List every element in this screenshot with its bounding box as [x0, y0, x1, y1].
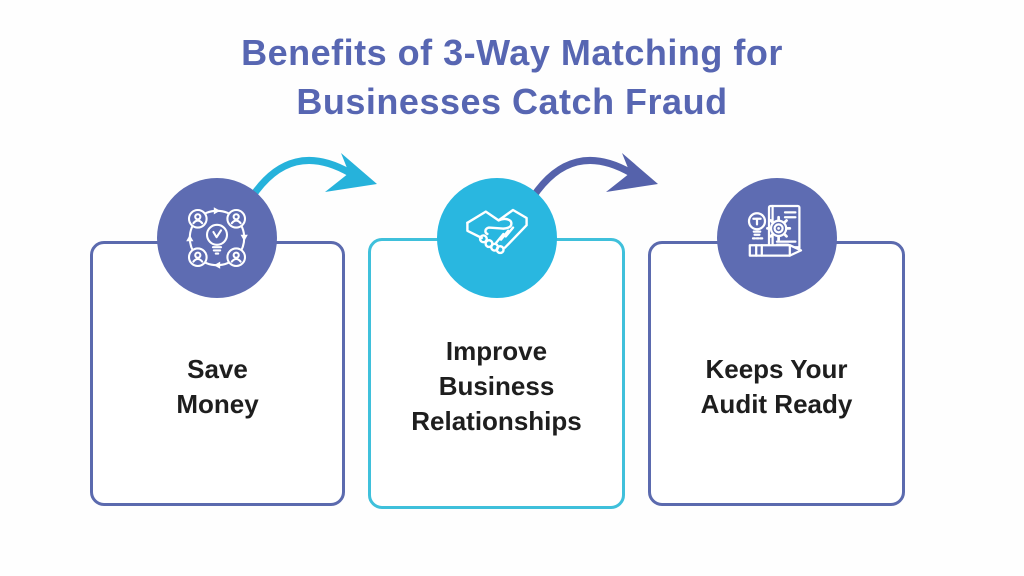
- card-label: Improve Business Relationships: [371, 241, 622, 506]
- card-label-line: Business: [438, 371, 555, 401]
- benefit-card-improve-business-relationships: Improve Business Relationships: [368, 238, 625, 509]
- card-label-line: Money: [176, 388, 259, 419]
- page-title: Benefits of 3-Way Matching for Businesse…: [0, 28, 1024, 126]
- audit-document-icon: [747, 204, 803, 257]
- handshake-icon: [466, 208, 528, 255]
- icon-badge-save-money: [157, 178, 277, 298]
- title-line-2: Businesses Catch Fraud: [296, 81, 728, 122]
- card-label-line: Relationships: [411, 406, 582, 436]
- card-label: Save Money: [93, 244, 342, 503]
- card-label-line: Audit Ready: [700, 388, 853, 419]
- collaboration-lightbulb-icon: [186, 207, 248, 269]
- card-label-line: Keeps Your: [705, 353, 848, 384]
- curved-arrow-icon-1: [248, 153, 377, 201]
- icon-badge-improve-business-relationships: [437, 178, 557, 298]
- card-label-line: Improve: [445, 336, 548, 366]
- card-label-line: Save: [187, 353, 248, 384]
- curved-arrow-icon-2: [529, 153, 658, 201]
- icon-badge-keeps-your-audit-ready: [717, 178, 837, 298]
- title-line-1: Benefits of 3-Way Matching for: [241, 32, 783, 73]
- card-label: Keeps Your Audit Ready: [651, 244, 902, 503]
